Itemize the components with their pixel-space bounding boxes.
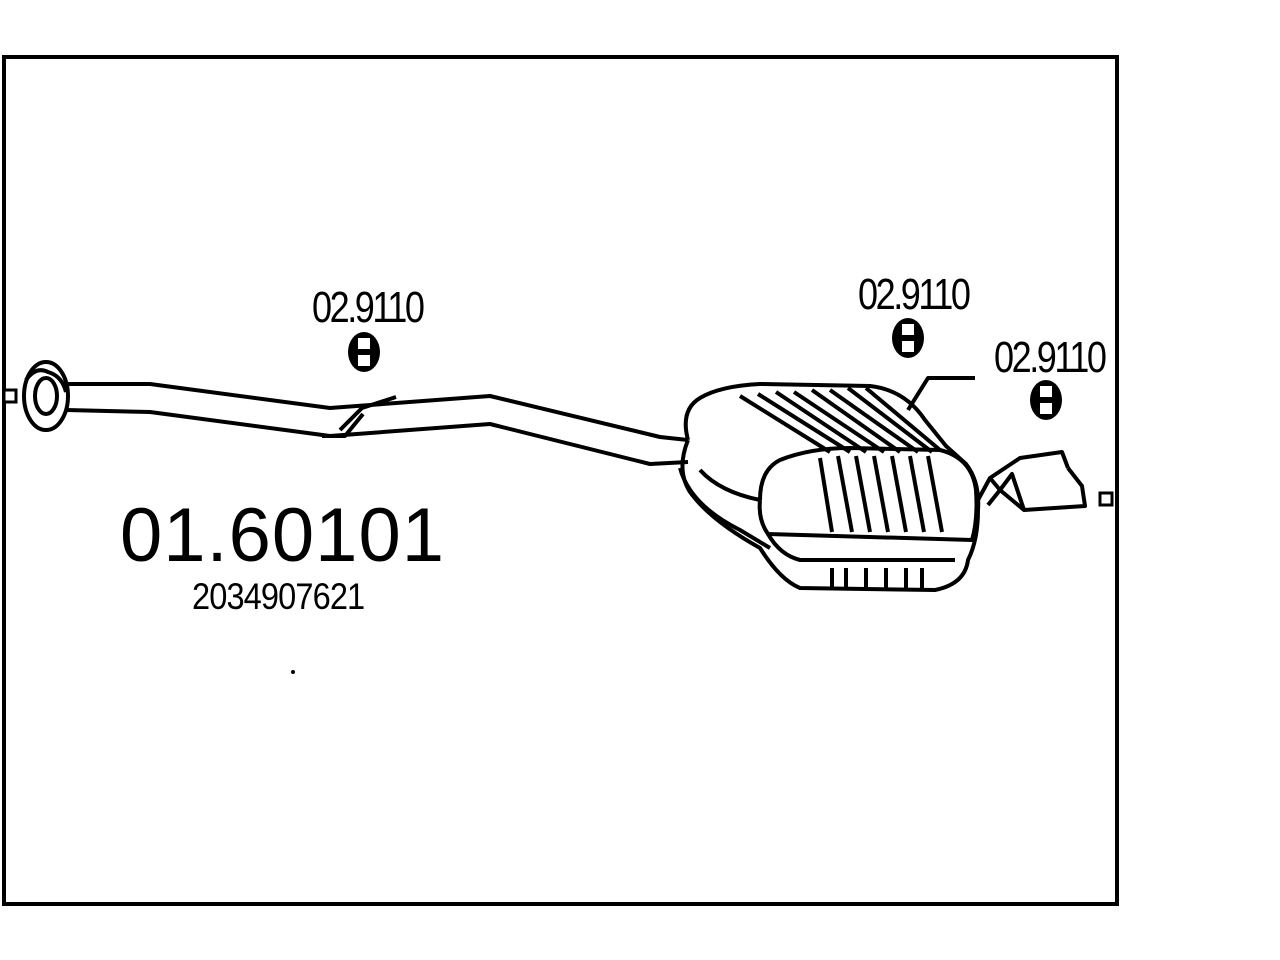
rubber-hanger-icon bbox=[348, 332, 380, 372]
hanger-part-label: 02.9110 bbox=[994, 333, 1107, 382]
main-part-number: 01.60101 bbox=[120, 493, 445, 578]
right-edge-marker bbox=[1098, 491, 1114, 507]
stray-dot bbox=[291, 670, 295, 674]
pipe-flange-icon bbox=[22, 360, 70, 432]
rubber-hanger-icon bbox=[892, 318, 924, 358]
oe-part-number: 2034907621 bbox=[192, 576, 365, 617]
rubber-hanger-icon bbox=[1030, 380, 1062, 420]
tailpipe-icon bbox=[976, 450, 1087, 512]
diagram-frame bbox=[2, 55, 1119, 906]
hanger-part-label: 02.9110 bbox=[858, 270, 971, 319]
intermediate-pipe bbox=[65, 382, 689, 466]
muffler-icon bbox=[678, 376, 981, 592]
hanger-part-label: 02.9110 bbox=[312, 283, 425, 332]
left-edge-marker bbox=[2, 388, 18, 404]
